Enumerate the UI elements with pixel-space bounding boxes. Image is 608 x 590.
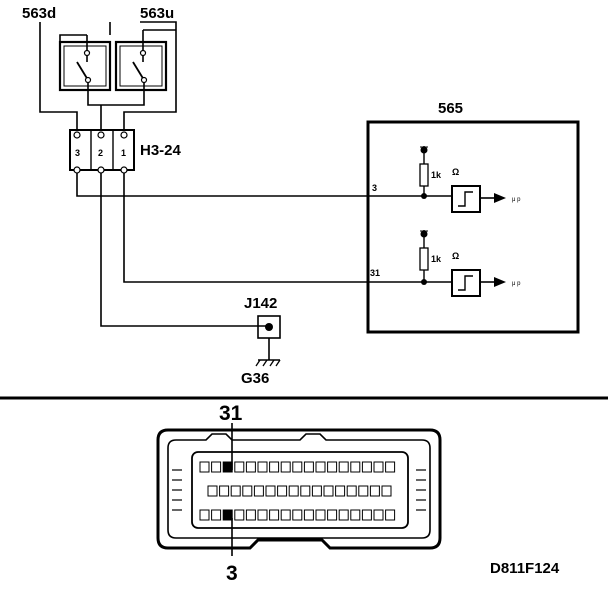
resistor-b-value: 1k bbox=[431, 254, 442, 264]
pin-cavity bbox=[242, 485, 253, 497]
switch-563u-box bbox=[114, 40, 168, 92]
connector-pin-2: 2 bbox=[98, 148, 103, 158]
pin-cavity bbox=[269, 509, 280, 521]
ground-g36: G36 bbox=[241, 359, 281, 387]
pin-cavity bbox=[222, 461, 233, 473]
resistor-a-ohm: Ω bbox=[452, 167, 459, 177]
connector-h3-24: 3 2 1 H3-24 bbox=[69, 129, 182, 174]
pin-cavity bbox=[361, 461, 372, 473]
resistor-a-value: 1k bbox=[431, 170, 442, 180]
wire-pin1-to-unit bbox=[123, 173, 424, 283]
pin-cavity bbox=[350, 509, 361, 521]
pin-cavity bbox=[315, 509, 326, 521]
pin-cavity bbox=[265, 485, 276, 497]
schmitt-trigger-b bbox=[451, 269, 481, 297]
pin-cavity bbox=[311, 485, 322, 497]
pin-cavity bbox=[373, 509, 384, 521]
pin-cavity bbox=[230, 485, 241, 497]
junction-label: J142 bbox=[244, 295, 277, 312]
resistor-a bbox=[419, 163, 429, 187]
pin-cavity bbox=[338, 509, 349, 521]
connector-pin-31-callout: 31 bbox=[219, 402, 243, 425]
control-unit-label: 565 bbox=[438, 100, 463, 117]
pin-cavity bbox=[288, 485, 299, 497]
pin-cavity bbox=[346, 485, 357, 497]
control-unit-box bbox=[366, 120, 580, 334]
pin-cavity bbox=[277, 485, 288, 497]
pin-cavity bbox=[303, 461, 314, 473]
switch-assembly: 563d 563u bbox=[22, 5, 177, 130]
pin-cavity bbox=[327, 461, 338, 473]
pin-cavity bbox=[234, 461, 245, 473]
pin-cavity bbox=[315, 461, 326, 473]
pin-cavity bbox=[253, 485, 264, 497]
pin-cavity bbox=[245, 461, 256, 473]
pin-cavity bbox=[257, 461, 268, 473]
connector-pin-3-callout: 3 bbox=[226, 562, 238, 585]
pin-cavity bbox=[381, 485, 392, 497]
output-b-label: μ p bbox=[512, 281, 521, 287]
schmitt-trigger-a bbox=[451, 185, 481, 213]
pin-cavity bbox=[234, 509, 245, 521]
unit-input-pin-31: 31 bbox=[370, 268, 380, 278]
pin-cells bbox=[199, 461, 396, 521]
pin-cavity bbox=[199, 509, 210, 521]
pin-cavity bbox=[211, 509, 222, 521]
switch-563d-box bbox=[58, 40, 112, 92]
output-arrow-b bbox=[494, 277, 506, 287]
pin-cavity bbox=[323, 485, 334, 497]
supply-node-a bbox=[420, 146, 428, 154]
pin-cavity bbox=[327, 509, 338, 521]
pin-cavity bbox=[358, 485, 369, 497]
unit-input-pin-3: 3 bbox=[372, 183, 377, 193]
figure-code: D811F124 bbox=[490, 560, 560, 577]
switch-563d-blade bbox=[76, 61, 89, 81]
pin-cavity bbox=[300, 485, 311, 497]
control-unit-565: 565 3 1k Ω μ p 31 1k Ω μ p bbox=[366, 100, 580, 334]
pin-cavity bbox=[373, 461, 384, 473]
pin-cavity bbox=[211, 461, 222, 473]
wire-pin2-to-junction bbox=[100, 173, 268, 327]
connector-h3-24-label: H3-24 bbox=[140, 142, 182, 159]
resistor-b-ohm: Ω bbox=[452, 251, 459, 261]
pin-cavity bbox=[292, 509, 303, 521]
pin-cavity bbox=[199, 461, 210, 473]
pin-cavity bbox=[335, 485, 346, 497]
pin-cavity bbox=[269, 461, 280, 473]
output-arrow-a bbox=[494, 193, 506, 203]
supply-node-b bbox=[420, 230, 428, 238]
pin-cavity bbox=[245, 509, 256, 521]
output-a-label: μ p bbox=[512, 197, 521, 203]
switch-down-label: 563d bbox=[22, 5, 56, 22]
wire-563u-to-pin1 bbox=[123, 21, 177, 130]
junction-j142: J142 bbox=[244, 295, 281, 360]
pin-cavity bbox=[338, 461, 349, 473]
pin-cavity bbox=[361, 509, 372, 521]
pin-field bbox=[191, 451, 409, 529]
wire-pin3-to-unit bbox=[76, 173, 424, 197]
connector-shell bbox=[156, 428, 442, 550]
pin-cavity bbox=[292, 461, 303, 473]
pin-cavity bbox=[207, 485, 218, 497]
pin-cavity bbox=[350, 461, 361, 473]
pin-cavity bbox=[257, 509, 268, 521]
pin-cavity bbox=[219, 485, 230, 497]
switch-563u-blade bbox=[132, 61, 145, 81]
resistor-b bbox=[419, 247, 429, 271]
pin-cavity bbox=[222, 509, 233, 521]
switch-up-label: 563u bbox=[140, 5, 174, 22]
wire-common-to-pin2 bbox=[87, 83, 145, 130]
pin-cavity bbox=[280, 461, 291, 473]
pin-cavity bbox=[303, 509, 314, 521]
connector-face-view: 31 3 bbox=[156, 402, 442, 585]
pin-cavity bbox=[369, 485, 380, 497]
pin-cavity bbox=[385, 509, 396, 521]
pin-cavity bbox=[280, 509, 291, 521]
pin-cavity bbox=[385, 461, 396, 473]
connector-pin-1: 1 bbox=[121, 148, 126, 158]
ground-label: G36 bbox=[241, 370, 269, 387]
connector-pin-3: 3 bbox=[75, 148, 80, 158]
wire-563d-to-pin3 bbox=[39, 22, 78, 130]
